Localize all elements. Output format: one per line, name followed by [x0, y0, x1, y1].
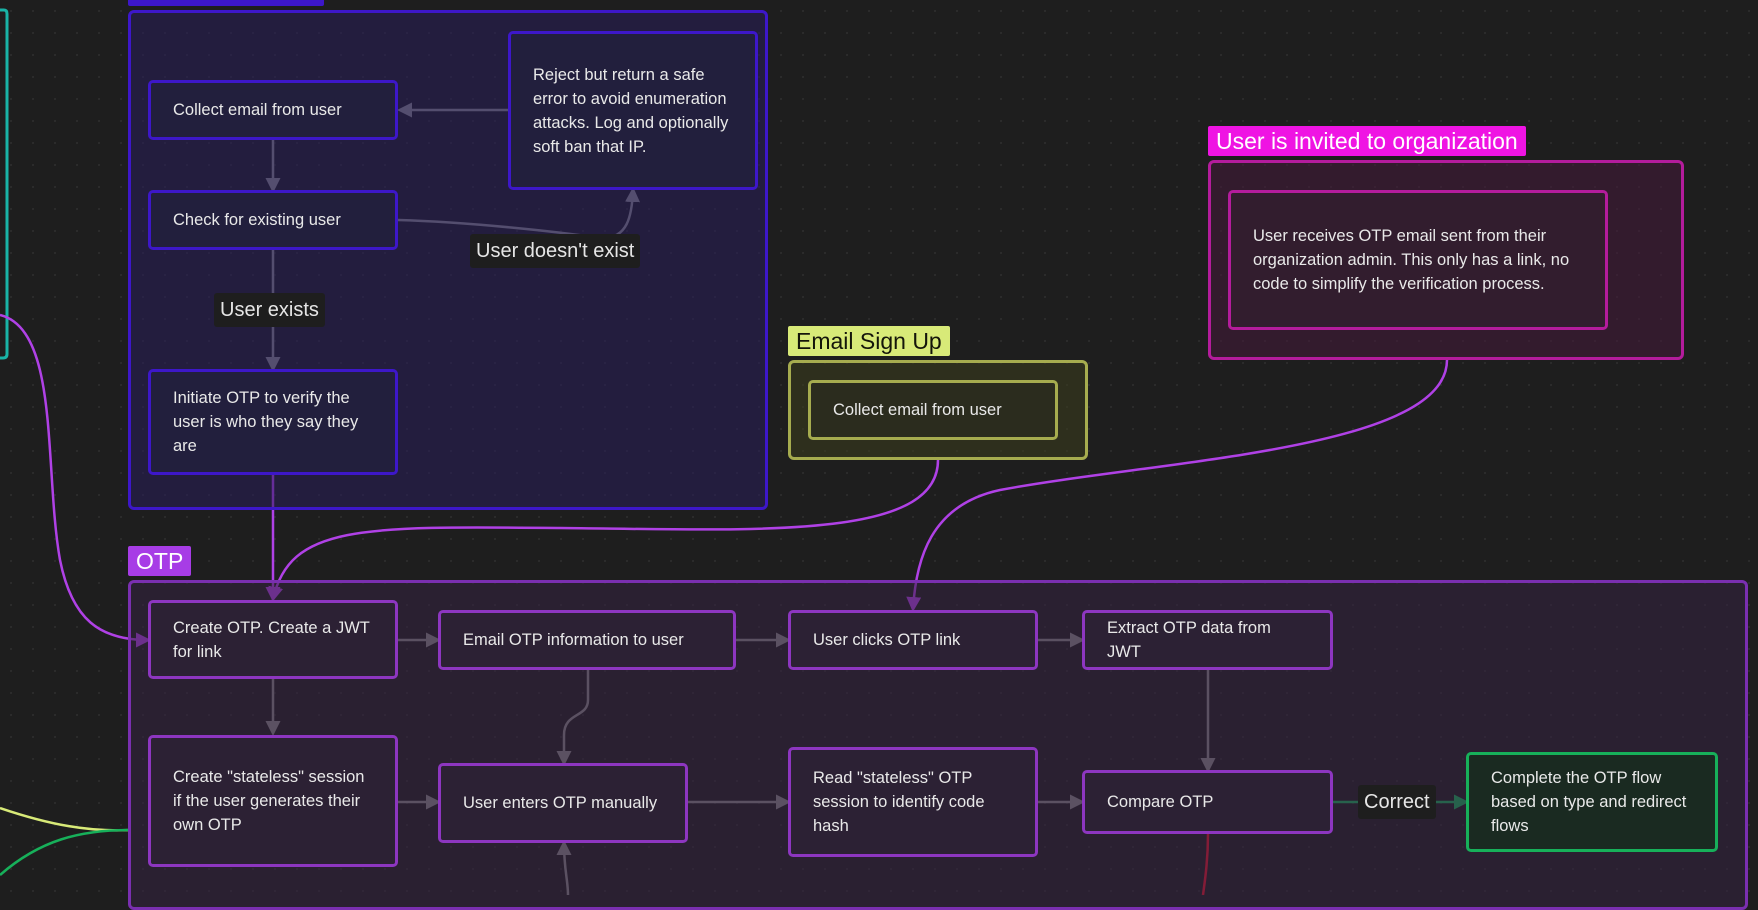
node-complete-flow-text: Complete the OTP flow based on type and …	[1491, 769, 1687, 835]
node-enters-manually[interactable]: User enters OTP manually	[438, 763, 688, 843]
node-collect-email[interactable]: Collect email from user	[148, 80, 398, 140]
node-read-session-text: Read "stateless" OTP session to identify…	[813, 769, 985, 835]
node-reject[interactable]: Reject but return a safe error to avoid …	[508, 31, 758, 190]
node-signup-collect-email[interactable]: Collect email from user	[808, 380, 1058, 440]
edge-label-correct: Correct	[1358, 785, 1436, 819]
node-create-otp-text: Create OTP. Create a JWT for link	[173, 618, 370, 661]
edge-left-green	[0, 828, 131, 876]
login-group-label	[128, 0, 324, 6]
edge-label-user-exists: User exists	[214, 293, 325, 327]
node-collect-email-text: Collect email from user	[173, 101, 342, 119]
otp-group-label: OTP	[128, 546, 192, 576]
node-compare-otp-text: Compare OTP	[1107, 793, 1214, 811]
edge-label-user-doesnt-exist: User doesn't exist	[470, 234, 641, 268]
left-teal-group-edge	[0, 8, 9, 360]
node-check-user[interactable]: Check for existing user	[148, 190, 398, 250]
node-read-session[interactable]: Read "stateless" OTP session to identify…	[788, 747, 1038, 857]
node-check-user-text: Check for existing user	[173, 211, 341, 229]
node-extract-otp[interactable]: Extract OTP data from JWT	[1082, 610, 1333, 670]
node-signup-collect-email-text: Collect email from user	[833, 401, 1002, 419]
node-initiate-otp[interactable]: Initiate OTP to verify the user is who t…	[148, 369, 398, 475]
email-signup-group-label: Email Sign Up	[788, 326, 950, 356]
node-stateless-session-text: Create "stateless" session if the user g…	[173, 768, 365, 834]
edge-left-yellow	[0, 806, 131, 832]
node-complete-flow[interactable]: Complete the OTP flow based on type and …	[1466, 752, 1718, 852]
node-extract-otp-text: Extract OTP data from JWT	[1107, 619, 1271, 661]
node-reject-text: Reject but return a safe error to avoid …	[533, 65, 729, 156]
node-email-otp[interactable]: Email OTP information to user	[438, 610, 736, 670]
node-compare-otp[interactable]: Compare OTP	[1082, 770, 1333, 834]
node-invite-otp-text: User receives OTP email sent from their …	[1253, 227, 1570, 293]
node-initiate-otp-text: Initiate OTP to verify the user is who t…	[173, 389, 359, 455]
edge-left-to-create-otp	[0, 313, 151, 648]
node-email-otp-text: Email OTP information to user	[463, 631, 684, 649]
node-stateless-session[interactable]: Create "stateless" session if the user g…	[148, 735, 398, 867]
node-enters-manually-text: User enters OTP manually	[463, 794, 658, 812]
node-clicks-link-text: User clicks OTP link	[813, 631, 961, 649]
invite-group-label: User is invited to organization	[1208, 126, 1526, 156]
node-create-otp[interactable]: Create OTP. Create a JWT for link	[148, 600, 398, 679]
node-clicks-link[interactable]: User clicks OTP link	[788, 610, 1038, 670]
node-invite-otp[interactable]: User receives OTP email sent from their …	[1228, 190, 1608, 330]
